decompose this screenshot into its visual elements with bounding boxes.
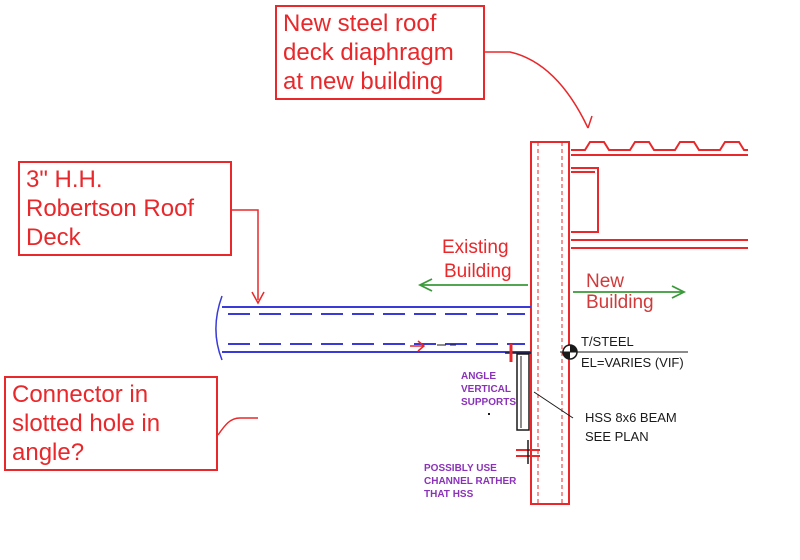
existing-building-arrow [417, 278, 528, 292]
new-deck-callout-line: New steel roof [283, 10, 437, 37]
new-building-label-2: Building [586, 292, 654, 313]
connector-callout-line: Connector in [12, 381, 149, 408]
hss-label-1: HSS 8x6 BEAM [585, 410, 677, 425]
channel-note: POSSIBLY USE CHANNEL RATHER THAT HSS [424, 462, 516, 501]
t-steel-marker [560, 344, 688, 360]
new-building-label-1: New [586, 271, 625, 292]
angle-note: ANGLE VERTICAL SUPPORTS [461, 370, 516, 409]
connector-callout-line: slotted hole in [12, 410, 161, 437]
connector-leader [217, 417, 258, 436]
new-deck-callout: New steel roof deck diaphragm at new bui… [275, 5, 485, 100]
new-deck-callout-line: deck diaphragm [283, 39, 454, 66]
new-building-arrow [573, 285, 687, 299]
steel-column [530, 141, 570, 505]
new-deck-callout-line: at new building [283, 68, 444, 95]
robertson-callout: 3" H.H. Robertson Roof Deck [18, 161, 232, 256]
channel-note-line: CHANNEL RATHER [424, 476, 517, 487]
angle-note-line: SUPPORTS [461, 397, 517, 408]
existing-building-label-2: Building [444, 261, 512, 282]
robertson-callout-line: Robertson Roof [26, 195, 195, 222]
robertson-callout-line: Deck [26, 224, 81, 251]
channel-note-line: POSSIBLY USE [424, 463, 497, 474]
hss-label-2: SEE PLAN [585, 429, 649, 444]
elevation-label: EL=VARIES (VIF) [581, 355, 684, 370]
hss-leader [533, 391, 574, 419]
robertson-callout-line: 3" H.H. [26, 166, 103, 193]
new-deck-leader [485, 51, 593, 129]
connector-callout: Connector in slotted hole in angle? [4, 376, 218, 471]
robertson-leader [232, 209, 265, 305]
angle-note-line: VERTICAL [461, 384, 511, 395]
t-steel-label: T/STEEL [581, 334, 634, 349]
new-roof-deck [571, 141, 748, 249]
angle-note-line: ANGLE [461, 371, 496, 382]
connector-callout-line: angle? [12, 439, 85, 466]
channel-note-line: THAT HSS [424, 489, 474, 500]
existing-building-label-1: Existing [442, 237, 509, 258]
existing-roof-deck [215, 295, 531, 361]
angle-support [488, 344, 540, 464]
